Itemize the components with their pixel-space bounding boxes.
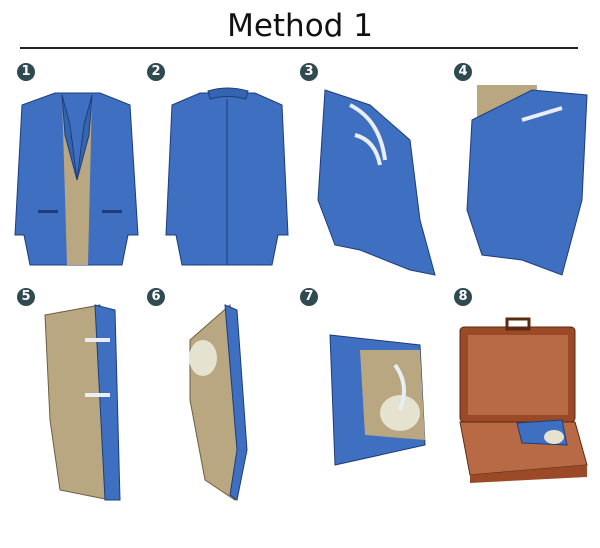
jacket-front-icon — [14, 92, 139, 266]
step-badge-8: 8 — [454, 288, 472, 306]
jacket-back-icon — [165, 87, 289, 266]
jacket-folded-half-icon — [329, 334, 426, 466]
suitcase-packed-icon — [459, 317, 588, 483]
step-badge-4: 4 — [454, 63, 472, 81]
step-badge-5: 5 — [17, 288, 35, 306]
step-badge-6: 6 — [147, 288, 165, 306]
jacket-folded-lengthwise-icon — [44, 304, 121, 501]
step-badge-1: 1 — [17, 63, 35, 81]
jacket-shoulder-inverted-icon — [317, 89, 436, 276]
step-badge-2: 2 — [147, 63, 165, 81]
step-badge-7: 7 — [300, 288, 318, 306]
jacket-shoulder-tucked-icon — [466, 85, 588, 276]
page-title: Method 1 — [227, 8, 373, 44]
jacket-folded-side-icon — [189, 303, 248, 501]
title-divider — [20, 47, 578, 49]
step-badge-3: 3 — [300, 63, 318, 81]
